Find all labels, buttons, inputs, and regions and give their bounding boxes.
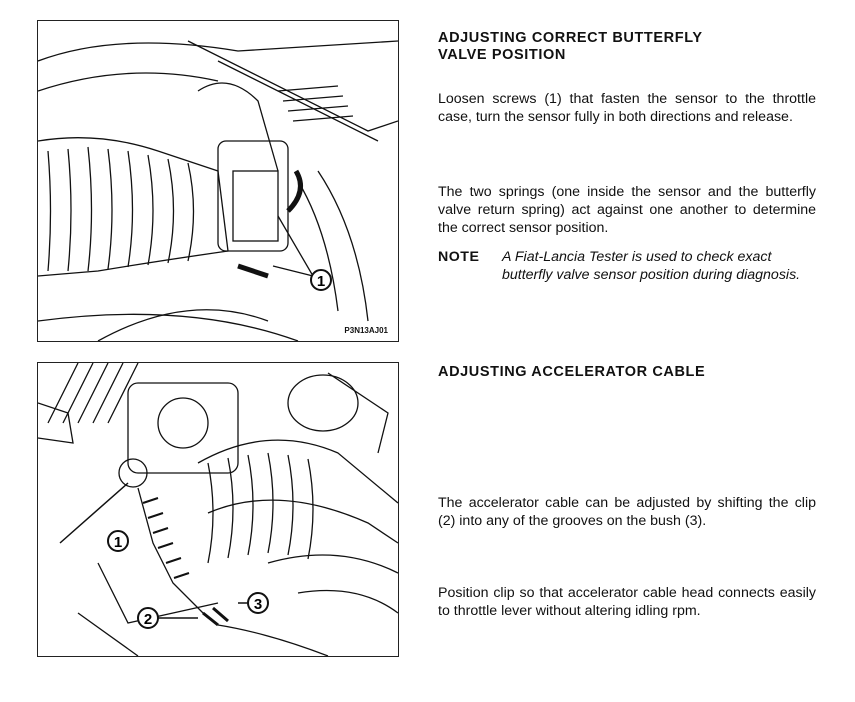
note-label: NOTE	[438, 249, 480, 265]
accelerator-cable-illustration	[38, 363, 398, 656]
svg-text:1: 1	[317, 273, 325, 290]
heading-line-2: VALVE POSITION	[438, 47, 566, 63]
section1-paragraph-1: Loosen screws (1) that fasten the sensor…	[438, 91, 816, 125]
callout-1: 1	[310, 269, 332, 291]
svg-text:2: 2	[144, 611, 152, 628]
section1-paragraph-2: The two springs (one inside the sensor a…	[438, 184, 816, 236]
section2-paragraph-2: Position clip so that accelerator cable …	[438, 585, 816, 619]
callouts: 1 2 3	[59, 482, 269, 629]
heading-line-1: ADJUSTING CORRECT BUTTERFLY	[438, 30, 703, 46]
figure-accelerator-cable: 1 2 3	[37, 362, 399, 657]
note: NOTE A Fiat-Lancia Tester is used to che…	[438, 248, 818, 284]
note-text: A Fiat-Lancia Tester is used to check ex…	[502, 249, 801, 283]
section2-heading: ADJUSTING ACCELERATOR CABLE	[438, 364, 706, 380]
figure-code: P3N13AJ01	[344, 326, 388, 335]
section1-heading: ADJUSTING CORRECT BUTTERFLY VALVE POSITI…	[438, 30, 703, 64]
svg-text:3: 3	[254, 596, 262, 613]
svg-text:1: 1	[114, 534, 122, 551]
section2-paragraph-1: The accelerator cable can be adjusted by…	[438, 495, 816, 529]
throttle-sensor-illustration	[38, 40, 398, 341]
figure-butterfly-valve-sensor: 1 P3N13AJ01	[37, 20, 399, 342]
